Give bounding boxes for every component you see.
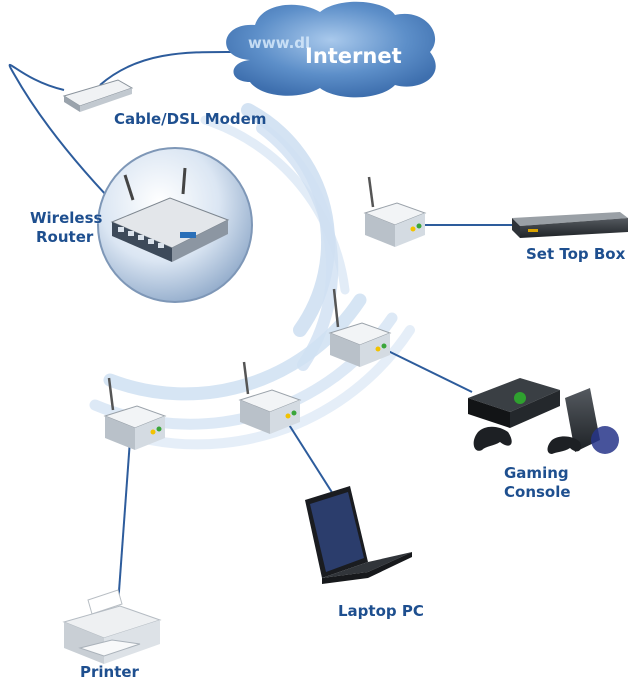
internet-cloud (226, 1, 436, 98)
gaming-label-line2: Console (504, 483, 571, 501)
router-label-line2: Router (36, 228, 94, 246)
printer-label: Printer (80, 663, 139, 681)
link-adapter-printer (117, 439, 131, 606)
link-adapter-gaming (381, 347, 473, 393)
adapter-gaming (328, 288, 392, 367)
gaming-console-device (468, 378, 619, 454)
cloud-url-text: www.dl (248, 34, 311, 52)
modem-label: Cable/DSL Modem (114, 110, 267, 128)
adapter-settopbox (363, 176, 427, 247)
set-top-box-device (512, 212, 628, 238)
laptop-label: Laptop PC (338, 602, 424, 620)
laptop-device (305, 486, 412, 584)
printer-device (62, 589, 162, 664)
wireless-router-device (110, 167, 230, 262)
link-modem-router (8, 63, 136, 226)
adapter-laptop (238, 361, 302, 434)
internet-label: Internet (305, 44, 402, 68)
set-top-box-label: Set Top Box (526, 245, 626, 263)
network-links (8, 50, 512, 606)
adapter-printer (103, 377, 167, 450)
link-cloud-modem (99, 50, 239, 86)
gaming-label-line1: Gaming (504, 464, 569, 482)
router-label-line1: Wireless (30, 209, 103, 227)
modem-device (62, 79, 134, 112)
router-globe (97, 147, 253, 303)
